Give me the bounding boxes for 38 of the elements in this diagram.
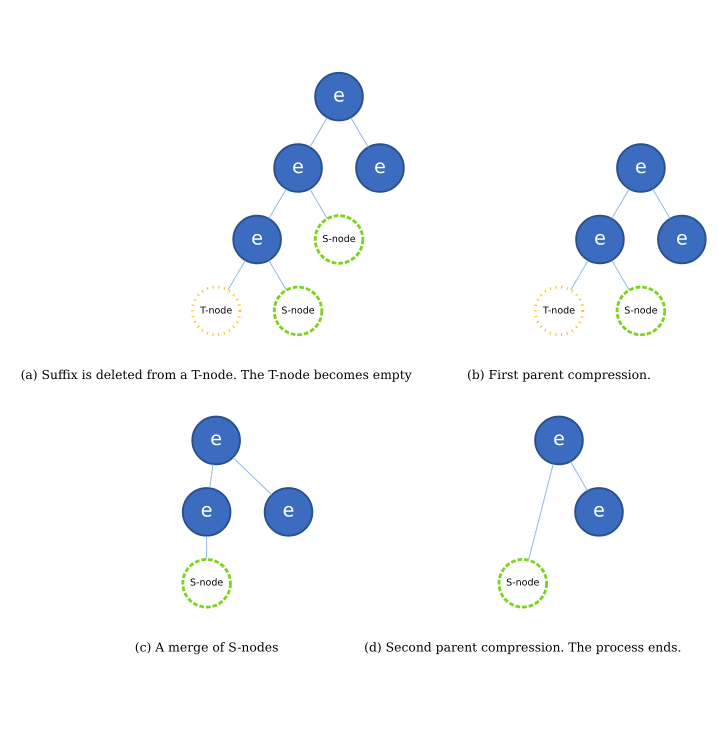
node-circle: e [314, 71, 364, 121]
node-circle: e [273, 142, 323, 192]
node-circle: S-node [272, 285, 324, 336]
node-circle: e [264, 486, 314, 536]
connector [227, 260, 246, 290]
node-circle: e [534, 415, 584, 465]
node-circle: S-node [616, 285, 666, 336]
connector [268, 188, 287, 219]
node-circle: e [575, 214, 625, 264]
node-circle: T-node [534, 285, 584, 336]
connector [611, 188, 630, 219]
label: (d) Second parent compression. The process ends. [364, 640, 682, 654]
node-circle: e [191, 415, 241, 465]
node-circle: S-node [314, 214, 364, 264]
node-circle: e [355, 142, 405, 192]
node-circle: e [574, 486, 624, 536]
node-circle: e [616, 142, 666, 192]
node-circle: e [232, 214, 282, 264]
connector [528, 462, 554, 560]
node-circle: S-node [498, 558, 548, 608]
connector [206, 534, 208, 560]
connector [232, 456, 272, 495]
connector [309, 116, 328, 148]
node-circle: S-node [181, 558, 232, 608]
node-circle: e [182, 486, 232, 536]
label: (a) Suffix is deleted from a T-node. The T-node becomes empty [20, 367, 412, 382]
connector [350, 116, 369, 148]
connector [309, 188, 328, 219]
connector [570, 460, 588, 491]
connector [209, 463, 214, 488]
connector [268, 260, 287, 290]
label: (b) First parent compression. [467, 367, 651, 382]
label: (c) A merge of S-nodes [134, 640, 278, 654]
node-circle: e [657, 214, 707, 264]
connector [570, 260, 589, 290]
connector [611, 260, 630, 290]
connector [652, 188, 671, 219]
node-circle: T-node [190, 285, 242, 336]
